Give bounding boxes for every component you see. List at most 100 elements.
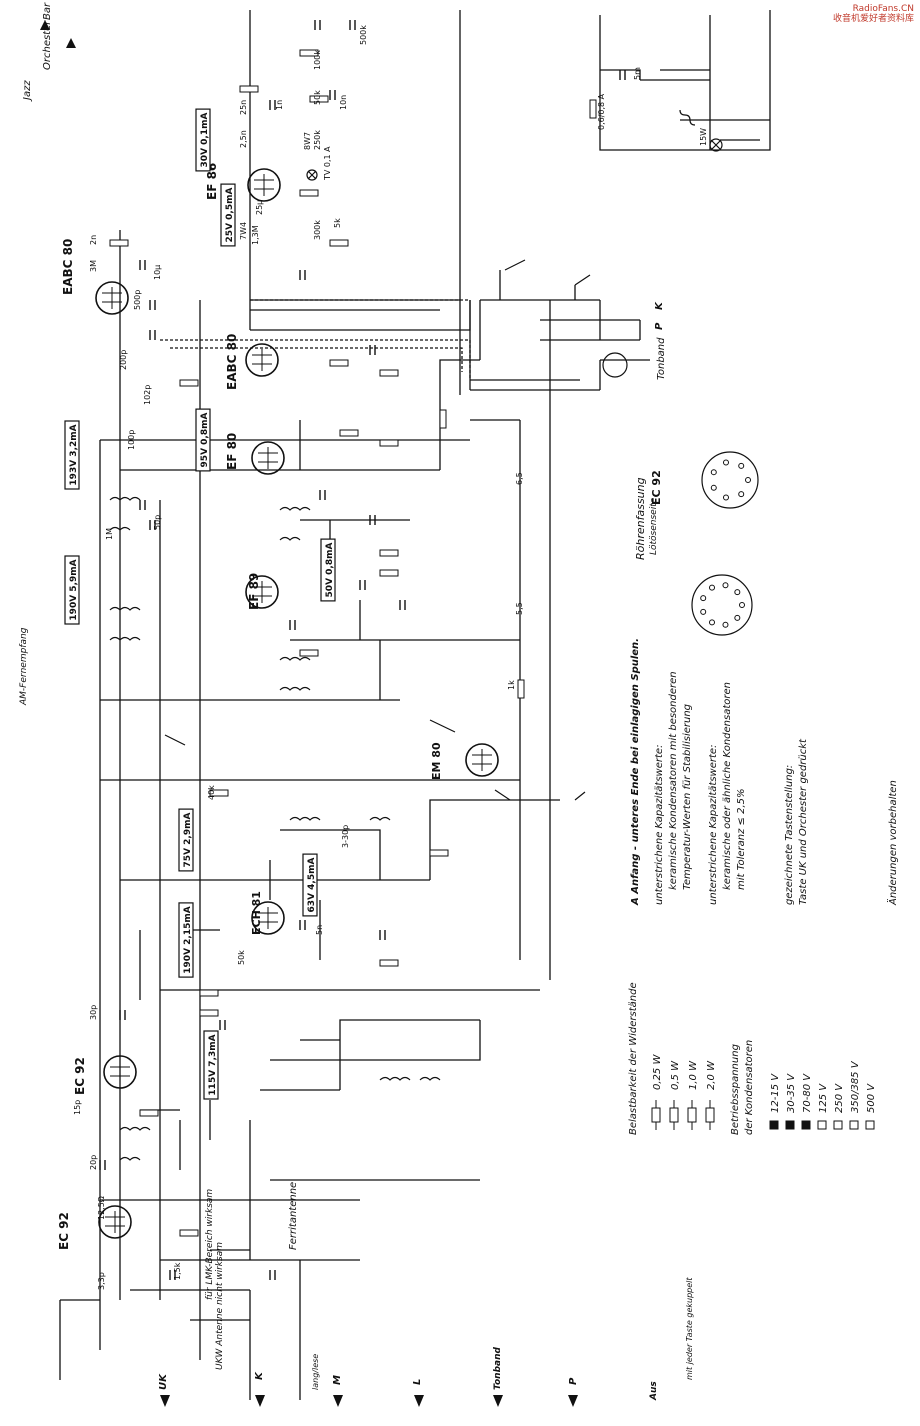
socket-pin — [700, 595, 707, 602]
legend-cap-row: 125 V — [817, 1083, 829, 1130]
tonband-label: Tonband — [656, 337, 667, 380]
val-25n: 25n — [239, 100, 248, 115]
tube-label-ech81: ECH 81 — [250, 891, 263, 935]
legend-cap-row: 12-15 V — [769, 1073, 781, 1130]
watermark: RadioFans.CN 收音机爱好者资料库 — [833, 4, 914, 24]
val-25u: 25µ — [255, 200, 264, 215]
tube-5 — [95, 281, 129, 315]
val-tv-lamp: TV 0,1 A — [323, 146, 332, 181]
key-tonband: Tonband — [493, 1347, 503, 1390]
val-50k-b: 50k — [237, 950, 246, 965]
socket-pin — [709, 619, 715, 626]
key-uk: UK — [158, 1373, 169, 1390]
note-buttons-1: gezeichnete Tastenstellung: — [784, 765, 795, 905]
socket-pin — [722, 621, 729, 628]
watermark-line1: RadioFans.CN — [852, 4, 914, 14]
note-tolerance-2: keramische oder ähnliche Kondensatoren — [722, 682, 733, 890]
val-20p: 20p — [89, 1155, 98, 1170]
shielded-lines — [160, 299, 471, 380]
val-100k: 100k — [313, 50, 322, 70]
legend-res-rows: 0,25 W 0,5 W 1,0 W 2,0 W — [651, 1054, 717, 1130]
key-lang: lang/lese — [311, 1354, 320, 1390]
antenna-labels: UKW Antenne nicht wirksam für LMK-Bereic… — [205, 1182, 299, 1370]
socket-title: Röhrenfassung — [634, 477, 647, 560]
tube-layer — [95, 168, 499, 1239]
tube-label-ef89: EF 89 — [247, 573, 261, 610]
socket-pin — [700, 608, 707, 615]
k-label: K — [654, 301, 665, 310]
socket-pin — [710, 484, 717, 491]
legend-cap-row: 30-35 V — [785, 1073, 797, 1130]
voltage-label: 25V 0,5mA — [225, 188, 235, 243]
val-50k: 50k — [313, 90, 322, 105]
voltage-box: 190V 5,9mA — [64, 555, 80, 625]
voltage-label: 63V 4,5mA — [307, 858, 317, 913]
voltage-label: 50V 0,8mA — [325, 543, 335, 598]
legend-cap-label: 30-35 V — [786, 1073, 797, 1113]
tube-label-eabc80-a: EABC 80 — [61, 239, 75, 295]
legend-res-label: 0,25 W — [652, 1054, 663, 1090]
band-buttons: Bar Orchester Jazz — [22, 2, 53, 102]
voltage-box: 63V 4,5mA — [302, 853, 318, 917]
resistors — [109, 49, 597, 1237]
note-tolerance-3: mit Toleranz ≤ 2,5% — [736, 788, 747, 890]
voltage-label: 193V 3,2mA — [69, 424, 79, 485]
val-2-5n: 2,5n — [239, 130, 248, 148]
note-tolerance-1: unterstrichene Kapazitätswerte: — [708, 745, 719, 905]
voltage-label: 190V 5,9mA — [69, 559, 79, 620]
val-3m: 3M — [89, 260, 98, 272]
legend-res-title: Belastbarkeit der Widerstände — [628, 982, 639, 1135]
tube-label-ec92-b: EC 92 — [73, 1057, 87, 1095]
val-5k: 5k — [333, 218, 342, 228]
legend-res-label: 1,0 W — [688, 1060, 699, 1090]
capacitors — [99, 20, 626, 1280]
socket-pin — [738, 462, 745, 469]
legend-cap-row: 250 V — [833, 1083, 845, 1130]
label-bar: Bar — [42, 2, 53, 20]
component-values: 500k 100k 50k 1n 10n 25n 2,5n 250k 8W7 1… — [73, 25, 708, 1290]
legend-res-row: 0,25 W — [651, 1054, 663, 1130]
coils — [109, 109, 696, 1161]
bottom-keys: UK K lang/lese M L Tonband P Aus mit jed… — [158, 1277, 694, 1401]
socket-subtitle: Lötösenseite — [649, 497, 659, 555]
tube-4 — [251, 441, 285, 475]
ferrite-label: Ferritantenne — [288, 1182, 299, 1250]
val-8w7: 8W7 — [303, 132, 312, 150]
val-102p: 102p — [143, 385, 152, 405]
legend-cap-label: 12-15 V — [770, 1073, 781, 1113]
socket-pin — [709, 584, 715, 591]
val-12-5ohm: 12,5Ω — [97, 1196, 106, 1220]
legend-cap-title-1: Betriebsspannung — [730, 1044, 741, 1135]
note-anfang: A Anfang - unteres Ende bei einlagigen S… — [630, 638, 641, 906]
legend-cap-row: 500 V — [865, 1083, 877, 1130]
legend-res-label: 2,0 W — [706, 1060, 717, 1090]
legend-res-row: 2,0 W — [705, 1060, 717, 1130]
val-40k: 40k — [207, 785, 216, 800]
note-changes: Änderungen vorbehalten — [886, 780, 899, 906]
voltage-label: 30V 0,1mA — [200, 113, 210, 168]
tube-labels: EC 92 EC 92 ECH 81 EF 89 EF 80 EABC 80 E… — [57, 163, 443, 1250]
key-k: K — [254, 1371, 265, 1380]
ukw-antenna-label: UKW Antenne nicht wirksam — [215, 1242, 225, 1370]
val-3-30p: 3-30p — [341, 825, 350, 848]
socket-pin — [734, 614, 741, 621]
legend-cap-label: 500 V — [866, 1083, 877, 1113]
legend-res-row: 0,5 W — [669, 1060, 681, 1130]
socket-tube: EC 92 — [650, 470, 663, 505]
legend-res-row: 1,0 W — [687, 1060, 699, 1130]
val-6-5: 6,5 — [515, 472, 524, 485]
socket-pin — [734, 589, 741, 596]
voltage-label: 95V 0,8mA — [200, 413, 210, 468]
val-50p: 50p — [153, 515, 162, 530]
notes: A Anfang - unteres Ende bei einlagigen S… — [630, 638, 899, 906]
val-250k: 250k — [313, 130, 322, 150]
note-ceramic-3: Temperatur-Werten für Stabilisierung — [682, 704, 693, 890]
socket-pins — [700, 459, 751, 628]
val-300k: 300k — [313, 220, 322, 240]
val-5n: 5n — [315, 925, 324, 935]
legend-cap-title-2: der Kondensatoren — [744, 1040, 755, 1135]
val-1k: 1k — [507, 680, 516, 690]
legend-cap-label: 250 V — [834, 1083, 845, 1113]
